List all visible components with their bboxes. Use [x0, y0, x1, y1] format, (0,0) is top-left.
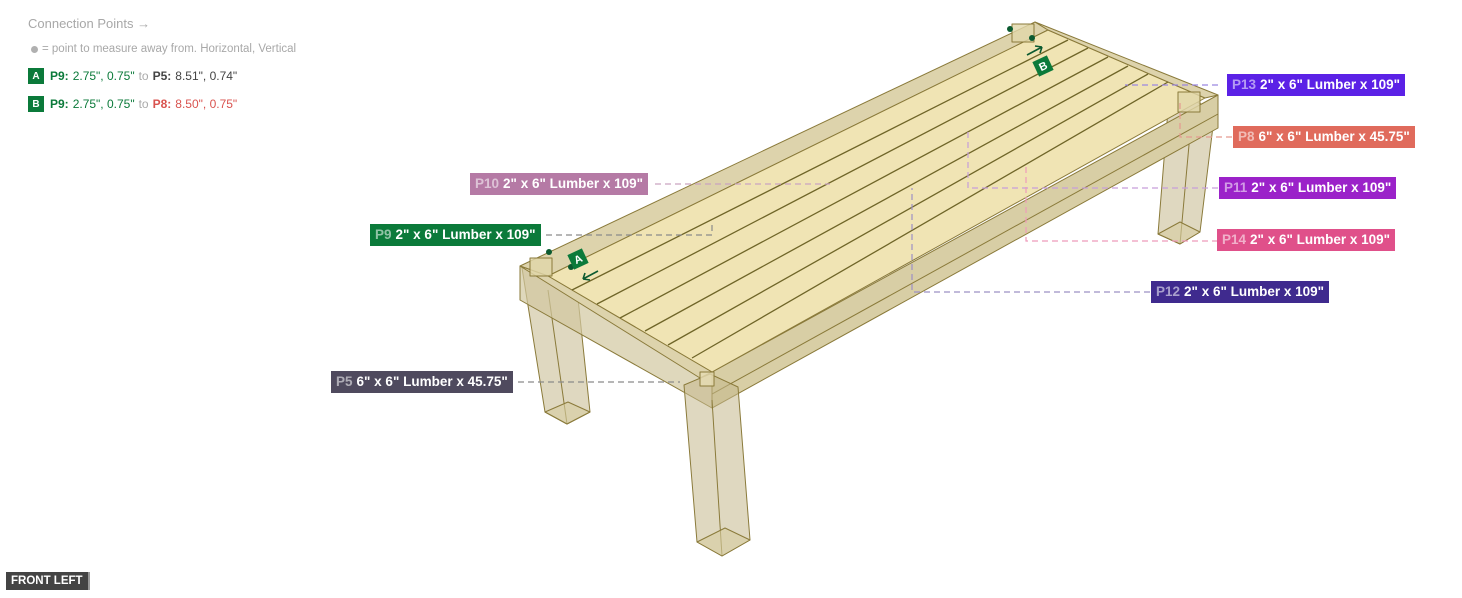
connection-a-from-part: P9:: [50, 69, 69, 83]
connection-b-to-word: to: [138, 97, 149, 111]
connection-marker-a[interactable]: A: [546, 248, 599, 281]
legend-hint-text: = point to measure away from. Horizontal…: [42, 43, 297, 55]
connection-marker-b[interactable]: B: [1007, 26, 1054, 77]
connection-b-from-part: P9:: [50, 97, 69, 111]
legend-hint: = point to measure away from. Horizontal…: [31, 43, 296, 55]
connection-a-to-part: P5:: [152, 69, 172, 83]
measure-point-dot-icon: [31, 45, 38, 53]
connection-badge-a: A: [28, 68, 44, 84]
top-slats: [571, 39, 1169, 359]
legend-title: Connection Points →: [28, 16, 151, 31]
connection-a-to-values: 8.51", 0.74": [175, 69, 238, 83]
connection-b-to-part: P8:: [152, 97, 172, 111]
view-angle-badge: FRONT LEFT: [6, 572, 90, 590]
connection-b-to-values: 8.50", 0.75": [175, 97, 238, 111]
connection-b[interactable]: B P9: 2.75", 0.75" to P8: 8.50", 0.75": [28, 96, 296, 112]
connection-badge-b: B: [28, 96, 44, 112]
connection-a-to-word: to: [138, 69, 149, 83]
connection-points-legend: Connection Points → = point to measure a…: [28, 16, 296, 124]
connection-a-from-values: 2.75", 0.75": [72, 69, 135, 83]
connection-b-from-values: 2.75", 0.75": [72, 97, 135, 111]
leg-front-left[interactable]: [683, 371, 751, 557]
connection-a[interactable]: A P9: 2.75", 0.75" to P5: 8.51", 0.74": [28, 68, 296, 84]
table-top-surface[interactable]: [547, 29, 1206, 373]
leader-lines: [518, 84, 1232, 383]
